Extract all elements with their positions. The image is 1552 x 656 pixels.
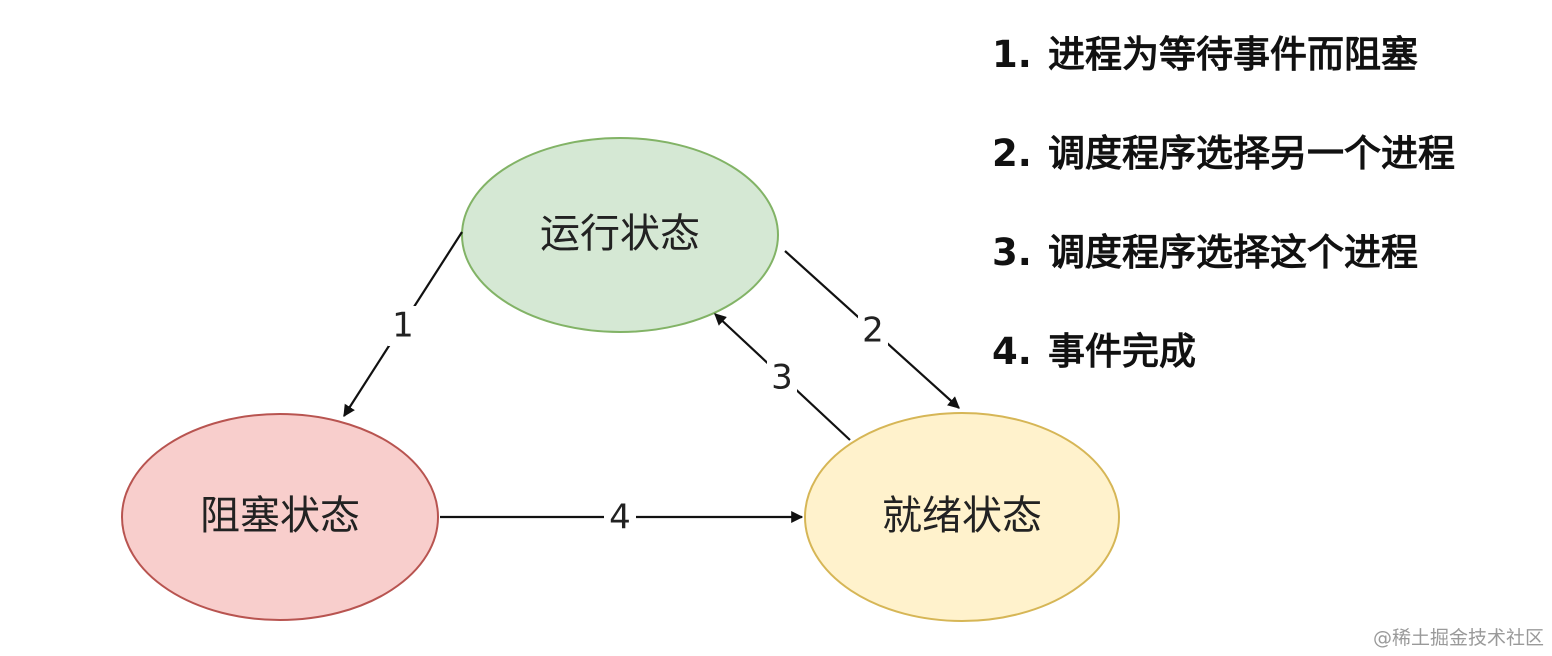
legend-item-2-number: 2. [992,132,1032,175]
transition-legend: 1.进程为等待事件而阻塞 2.调度程序选择另一个进程 3.调度程序选择这个进程 … [992,30,1455,426]
watermark: @稀土掘金技术社区 [1372,627,1544,649]
state-running-label: 运行状态 [540,211,700,257]
state-ready: 就绪状态 [804,412,1120,622]
edge-ready-to-running: 3 [714,313,851,441]
state-blocked-shape [121,413,439,621]
state-running-shape [461,137,779,333]
state-ready-shape [804,412,1120,622]
legend-item-4: 4. 事件完成 [992,327,1455,377]
legend-item-2: 2. 调度程序选择另一个进程 [992,129,1455,179]
edge-3-label: 3 [771,358,793,398]
state-blocked: 阻塞状态 [121,413,439,621]
edge-2-label: 2 [862,311,884,351]
legend-item-4-text: 事件完成 [1048,330,1196,373]
legend-item-3-number: 3. [992,231,1032,274]
edge-1-label: 1 [392,306,414,346]
edge-4-label: 4 [609,498,631,538]
legend-item-4-number: 4. [992,330,1032,373]
state-blocked-label: 阻塞状态 [200,493,360,539]
legend-item-2-text: 调度程序选择另一个进程 [1048,132,1455,175]
state-ready-label: 就绪状态 [882,493,1042,539]
edge-running-to-blocked: 1 [343,231,463,418]
legend-item-3: 3. 调度程序选择这个进程 [992,228,1455,278]
legend-item-1: 1. 进程为等待事件而阻塞 [992,30,1455,80]
legend-item-1-text: 进程为等待事件而阻塞 [1048,33,1418,76]
edge-blocked-to-ready: 4 [440,497,804,538]
edge-running-to-ready: 2 [784,250,960,409]
legend-item-3-text: 调度程序选择这个进程 [1048,231,1418,274]
legend-item-1-number: 1. [992,33,1032,76]
state-running: 运行状态 [461,137,779,333]
